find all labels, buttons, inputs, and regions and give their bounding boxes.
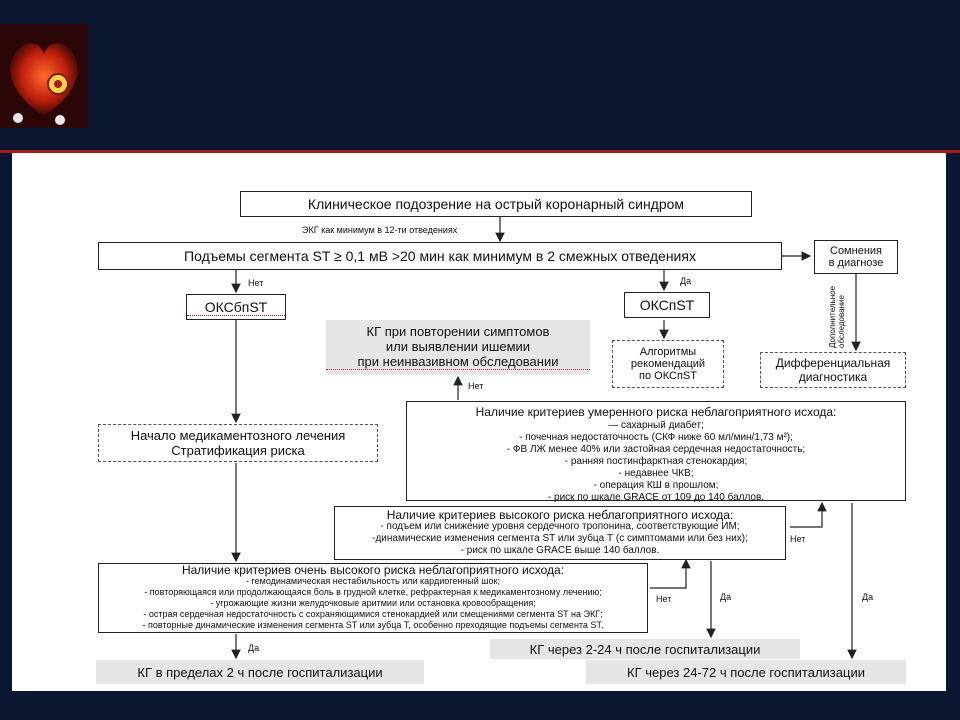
header-divider [0,150,960,153]
clinical-suspicion-box: Клиническое подозрение на острый коронар… [240,191,752,217]
yes-label-high: Да [720,592,732,602]
very-high-risk-box: Наличие критериев очень высокого риска н… [98,563,648,633]
moderate-risk-title: Наличие критериев умеренного риска небла… [475,405,837,419]
kg-repeat-line1: КГ при повторении симптомов [366,324,550,339]
yes-label-ste: Да [680,276,692,286]
high-risk-title: Наличие критериев высокого риска неблаго… [386,508,734,522]
differential-diagnosis-line1: Дифференциальная [775,356,891,370]
high-risk-item: -динамические изменения сегмента ST или … [372,533,748,544]
nste-acs-box: ОКСбпST [186,294,286,320]
st-elevation-box: Подъемы сегмента ST ≥ 0,1 мВ >20 мин как… [98,242,782,270]
no-label-moderate: Нет [468,381,484,391]
diagnosis-doubt-line2: в диагнозе [828,257,884,269]
moderate-risk-item: - почечная недостаточность (СКФ ниже 60 … [519,432,793,443]
heart-logo-image [0,24,88,128]
moderate-risk-item: - операция КШ в прошлом; [593,480,719,491]
nste-acs-text: ОКСбпST [187,299,285,316]
medication-start-line1: Начало медикаментозного лечения [130,428,346,443]
extra-exam-label: Дополнительное обследование [828,286,846,348]
ste-acs-box: ОКСпST [624,292,710,318]
no-label-nste: Нет [248,278,264,288]
clinical-suspicion-text: Клиническое подозрение на острый коронар… [307,196,685,212]
no-label-high: Нет [790,534,806,544]
extra-exam-line2: обследование [837,295,846,348]
kg-2-24h-text: КГ через 2-24 ч после госпитализации [529,641,761,657]
moderate-risk-item: - ФВ ЛЖ менее 40% или застойная сердечна… [506,444,806,455]
diagnosis-doubt-line1: Сомнения [830,245,882,257]
high-risk-item: - подъем или снижение уровня сердечного … [380,521,740,532]
moderate-risk-item: - ранняя постинфарктная стенокардия; [564,456,748,467]
extra-exam-line1: Дополнительное [828,285,837,348]
medication-start-box: Начало медикаментозного лечения Стратифи… [98,424,378,462]
st-elevation-text: Подъемы сегмента ST ≥ 0,1 мВ >20 мин как… [184,248,696,264]
diagnosis-doubt-box: Сомнения в диагнозе [814,240,898,274]
yes-label-moderate: Да [862,592,874,602]
differential-diagnosis-line2: диагностика [798,370,868,384]
very-high-risk-item: - острая сердечная недостаточность с сох… [143,609,603,619]
very-high-risk-item: - повторяющаяся или продолжающаяся боль … [144,587,602,597]
moderate-risk-item: - риск по шкале GRACE от 109 до 140 балл… [547,492,765,503]
moderate-risk-box: Наличие критериев умеренного риска небла… [406,401,906,503]
slide-footer [0,691,960,720]
medication-start-line2: Стратификация риска [171,443,305,458]
no-label-very-high: Нет [656,594,672,604]
kg-2h-text: КГ в пределах 2 ч после госпитализации [137,664,383,680]
ste-algorithms-box: Алгоритмы рекомендаций по ОКСпST [612,340,724,388]
yes-label-very-high: Да [248,643,260,653]
moderate-risk-item: - недавнее ЧКВ; [618,468,694,479]
very-high-risk-item: - угрожающие жизни желудочковые аритмии … [210,598,536,608]
ste-algorithms-line3: по ОКСпST [639,370,697,382]
high-risk-box: Наличие критериев высокого риска неблаго… [334,506,786,560]
ste-algorithms-line2: рекомендаций [630,358,706,370]
ecg-note: ЭКГ как минимум в 12-ти отведениях [302,225,458,235]
very-high-risk-item: - повторные динамические изменения сегме… [142,620,604,630]
moderate-risk-item: — сахарный диабет; [608,420,704,431]
ste-algorithms-line1: Алгоритмы [639,346,697,358]
very-high-risk-title: Наличие критериев очень высокого риска н… [181,563,565,577]
kg-24-72h-text: КГ через 24-72 ч после госпитализации [627,664,865,680]
kg-repeat-box: КГ при повторении симптомов или выявлени… [326,320,590,374]
kg-2h-box: КГ в пределах 2 ч после госпитализации [96,660,424,684]
slide-header [0,0,960,150]
high-risk-item: - риск по шкале GRACE выше 140 баллов. [460,545,660,556]
very-high-risk-item: - гемодинамическая нестабильность или ка… [246,576,500,586]
ste-acs-text: ОКСпST [639,297,695,313]
kg-repeat-line2: или выявлении ишемии [385,339,531,354]
differential-diagnosis-box: Дифференциальная диагностика [760,352,906,388]
kg-repeat-line3: при неинвазивном обследовании [326,354,590,370]
kg-24-72h-box: КГ через 24-72 ч после госпитализации [586,660,906,684]
kg-2-24h-box: КГ через 2-24 ч после госпитализации [490,639,800,659]
